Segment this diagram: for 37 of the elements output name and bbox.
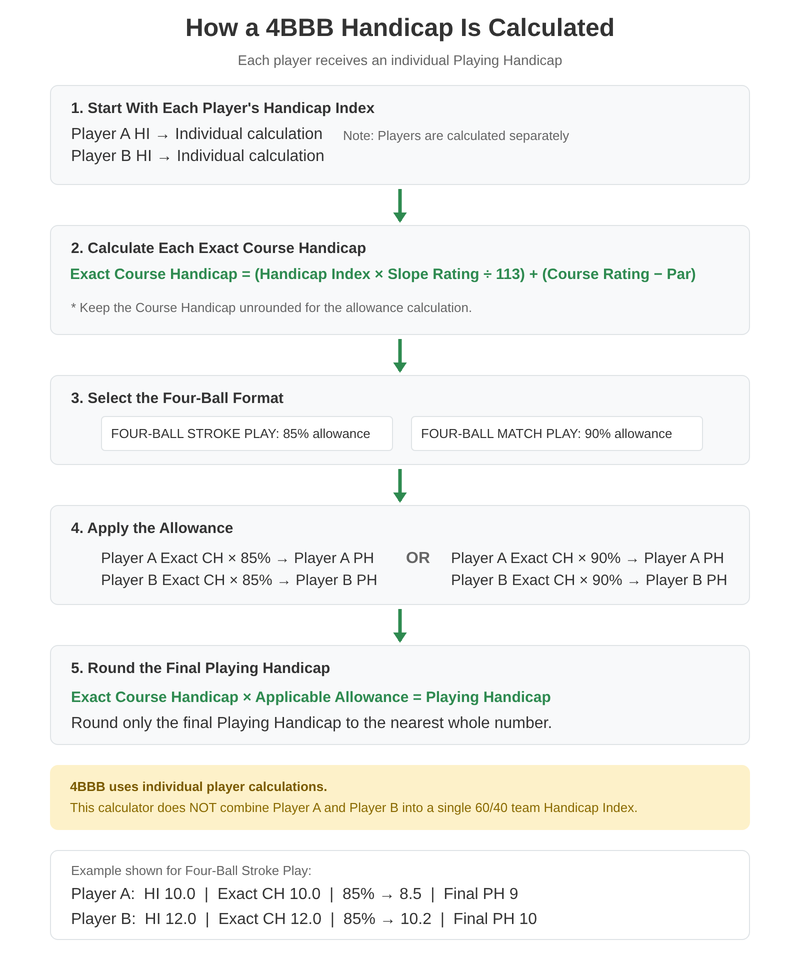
step-card — [50, 645, 750, 745]
warning-heading: 4BBB uses individual player calculations. — [70, 779, 328, 794]
step-heading: 5. Round the Final Playing Handicap — [71, 660, 330, 677]
diagram-title: How a 4BBB Handicap Is Calculated — [185, 14, 615, 43]
step-card — [50, 505, 750, 605]
arrow — [393, 189, 407, 223]
formula-text: Exact Course Handicap × Applicable Allowance = Playing Handicap — [71, 689, 551, 706]
step-heading: 3. Select the Four-Ball Format — [71, 390, 284, 407]
option-card: FOUR-BALL STROKE PLAY: 85% allowance — [101, 416, 393, 451]
body-text: Player A HI → Individual calculation — [71, 126, 323, 144]
or-text: OR — [406, 550, 430, 568]
warning-panel — [50, 765, 750, 830]
step-heading: 2. Calculate Each Exact Course Handicap — [71, 240, 366, 257]
body-text: Player B Exact CH × 90% → Player B PH — [451, 572, 728, 589]
example-card — [50, 850, 750, 940]
step-card — [50, 225, 750, 335]
body-text: Player A Exact CH × 90% → Player A PH — [451, 550, 724, 567]
step-card — [50, 85, 750, 185]
arrow — [393, 609, 407, 643]
note-text: * Keep the Course Handicap unrounded for the allowance calculation. — [71, 300, 472, 315]
example-heading: Example shown for Four-Ball Stroke Play: — [71, 863, 312, 878]
note-text: Note: Players are calculated separately — [343, 128, 570, 143]
step-card — [50, 375, 750, 465]
option-card: FOUR-BALL MATCH PLAY: 90% allowance — [411, 416, 703, 451]
arrow — [393, 339, 407, 373]
warning-text: This calculator does NOT combine Player A and Player B into a single 60/40 team Handicap Index. — [70, 800, 638, 815]
example-row: Player B: HI 12.0 | Exact CH 12.0 | 85% → 10.2 | Final PH 10 — [71, 911, 538, 929]
example-row: Player A: HI 10.0 | Exact CH 10.0 | 85% → 8.5 | Final PH 9 — [71, 886, 518, 904]
body-text: Player A Exact CH × 85% → Player A PH — [101, 550, 374, 567]
formula-text: Exact Course Handicap = (Handicap Index × Slope Rating ÷ 113) + (Course Rating − Par) — [70, 266, 696, 283]
arrow — [393, 469, 407, 503]
body-text: Round only the final Playing Handicap to the nearest whole number. — [71, 715, 552, 733]
body-text: Player B HI → Individual calculation — [71, 148, 324, 166]
body-text: Player B Exact CH × 85% → Player B PH — [101, 572, 378, 589]
step-heading: 1. Start With Each Player's Handicap Index — [71, 100, 375, 117]
step-heading: 4. Apply the Allowance — [71, 520, 234, 537]
subtitle: Each player receives an individual Playing Handicap — [238, 52, 562, 68]
